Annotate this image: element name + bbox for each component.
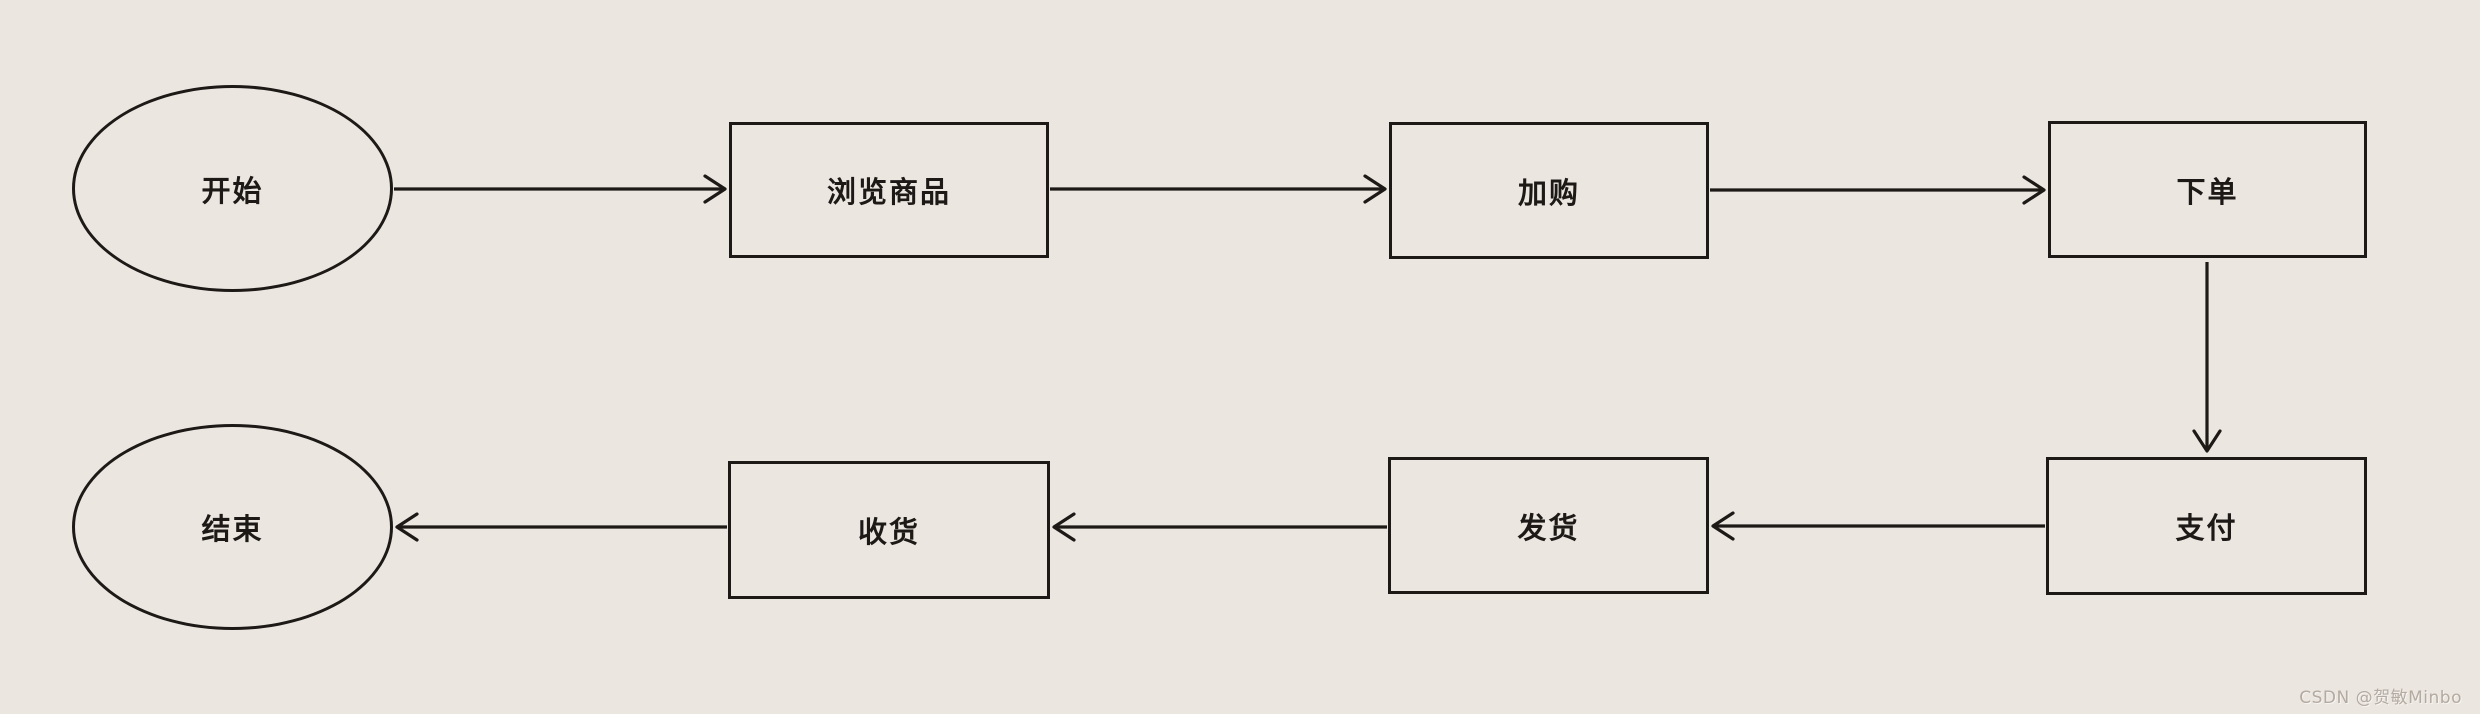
flowchart-node-pay: 支付 — [2046, 457, 2367, 595]
flowchart-node-start: 开始 — [72, 85, 393, 292]
node-label-end: 结束 — [201, 512, 264, 546]
flowchart-node-browse: 浏览商品 — [729, 122, 1049, 258]
node-label-order: 下单 — [2176, 174, 2239, 209]
node-label-ship: 发货 — [1517, 510, 1580, 545]
flowchart-node-end: 结束 — [72, 424, 393, 630]
watermark: CSDN @贺敏Minbo — [2299, 688, 2462, 708]
node-label-pay: 支付 — [2175, 511, 2238, 545]
node-label-cart: 加购 — [1517, 175, 1580, 210]
node-label-start: 开始 — [201, 173, 264, 208]
flowchart-node-cart: 加购 — [1389, 122, 1709, 259]
node-label-browse: 浏览商品 — [826, 175, 951, 209]
flowchart-node-ship: 发货 — [1388, 457, 1709, 594]
flowchart-node-receive: 收货 — [728, 461, 1050, 599]
flowchart-node-order: 下单 — [2048, 121, 2367, 258]
node-label-receive: 收货 — [857, 515, 920, 549]
